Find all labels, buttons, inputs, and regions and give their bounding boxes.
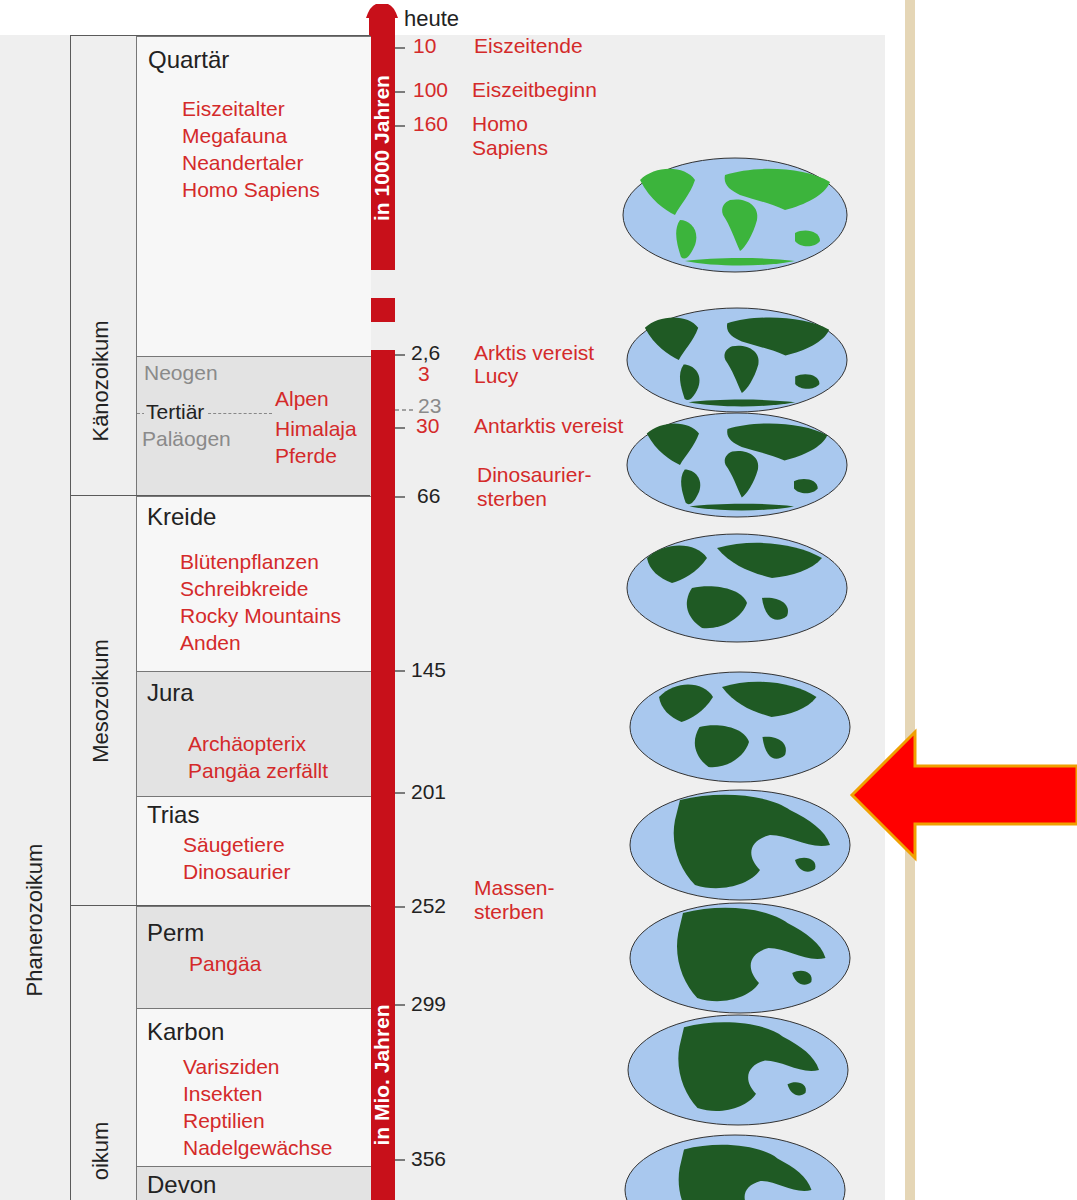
period-box: KarbonVariszidenInsektenReptilienNadelge…: [136, 1008, 371, 1166]
period-box: QuartärEiszeitalterMegafaunaNeandertaler…: [136, 36, 371, 356]
event-item: Pangäa: [189, 952, 261, 976]
event-item: Neandertaler: [182, 151, 303, 175]
age-number: 356: [411, 1147, 446, 1171]
era-name: Känozoikum: [88, 320, 113, 441]
event-label: Massen- sterben: [474, 876, 569, 924]
chart-ground: [0, 35, 885, 1200]
period-name: Perm: [147, 919, 204, 947]
era-band: Mesozoikum KreideBlütenpflanzenSchreibkre…: [70, 495, 370, 905]
period-box: PermPangäa: [136, 906, 371, 1008]
axis-unit: in 1000 Jahren: [370, 75, 394, 221]
event-item: Eiszeitalter: [182, 97, 285, 121]
era-name: oikum: [88, 1122, 113, 1181]
age-number: 299: [411, 992, 446, 1016]
page-border: [905, 0, 915, 1200]
event-label: Lucy: [474, 364, 518, 388]
period-name: Devon: [147, 1171, 216, 1199]
event-label: Eiszeitbeginn: [472, 78, 597, 102]
event-label: Antarktis vereist: [474, 414, 623, 438]
axis-unit: in Mio. Jahren: [370, 1004, 394, 1145]
subperiod-name: Neogen: [144, 361, 218, 385]
age-number: 201: [411, 780, 446, 804]
event-item: Pferde: [275, 444, 337, 468]
period-box: JuraArchäopterixPangäa zerfällt: [136, 671, 371, 796]
event-label: Arktis vereist: [474, 341, 594, 365]
age-number: 145: [411, 658, 446, 682]
event-item: Alpen: [275, 387, 329, 411]
event-label: Homo Sapiens: [472, 112, 567, 160]
globe-maps: [623, 158, 850, 1200]
time-bar-upper: [369, 26, 395, 270]
period-name: Jura: [147, 679, 194, 707]
event-item: Archäopterix: [188, 732, 306, 756]
period-name: Trias: [147, 801, 199, 829]
event-item: Nadelgewächse: [183, 1136, 332, 1160]
age-number: 160: [413, 112, 448, 136]
event-item: Homo Sapiens: [182, 178, 320, 202]
bar-cap: [366, 4, 398, 28]
period-name: Quartär: [148, 46, 229, 74]
period-box: Devon: [136, 1166, 371, 1200]
period-name: Kreide: [147, 503, 216, 531]
pointer-arrow: [852, 732, 1077, 858]
event-item: Säugetiere: [183, 833, 285, 857]
event-item: Anden: [180, 631, 241, 655]
age-number: 66: [417, 484, 440, 508]
age-number: 30: [416, 414, 439, 438]
event-item: Dinosaurier: [183, 860, 290, 884]
event-label: Eiszeitende: [474, 34, 583, 58]
subperiod-name: Paläogen: [142, 427, 231, 451]
period-box: KreideBlütenpflanzenSchreibkreideRocky M…: [136, 496, 371, 671]
event-item: Reptilien: [183, 1109, 265, 1133]
event-item: Insekten: [183, 1082, 262, 1106]
event-label: Dinosaurier- sterben: [477, 463, 612, 511]
tick-marks: [395, 48, 405, 1160]
event-item: Varisziden: [183, 1055, 280, 1079]
event-item: Rocky Mountains: [180, 604, 341, 628]
time-bar-lower: [369, 350, 395, 1200]
event-item: Pangäa zerfällt: [188, 759, 328, 783]
period-box: TriasSäugetiereDinosaurier: [136, 796, 371, 906]
age-number: 2,6: [411, 341, 440, 365]
period-box: NeogenTertiärPaläogen AlpenHimalajaPferde: [136, 356, 371, 496]
era-band: oikum PermPangäaKarbonVariszidenInsektenR…: [70, 905, 370, 1200]
period-name: Tertiär: [144, 400, 206, 424]
time-label: heute: [404, 6, 459, 31]
period-name: Karbon: [147, 1018, 224, 1046]
age-number: 252: [411, 894, 446, 918]
era-name: Mesozoikum: [88, 639, 113, 762]
age-number: 100: [413, 78, 448, 102]
age-number: 3: [418, 362, 430, 386]
event-item: Megafauna: [182, 124, 287, 148]
era-name: Phanerozoikum: [22, 844, 47, 997]
event-item: Schreibkreide: [180, 577, 308, 601]
era-band: Känozoikum QuartärEiszeitalterMegafaunaNe…: [70, 35, 370, 495]
time-bar-gap: [369, 298, 395, 322]
tertiary-divider: [395, 409, 414, 411]
event-item: Blütenpflanzen: [180, 550, 319, 574]
age-number: 10: [413, 34, 436, 58]
eon-band: Phanerozoikum Känozoikum QuartärEiszeitalt…: [0, 35, 370, 1200]
event-item: Himalaja: [275, 417, 357, 441]
